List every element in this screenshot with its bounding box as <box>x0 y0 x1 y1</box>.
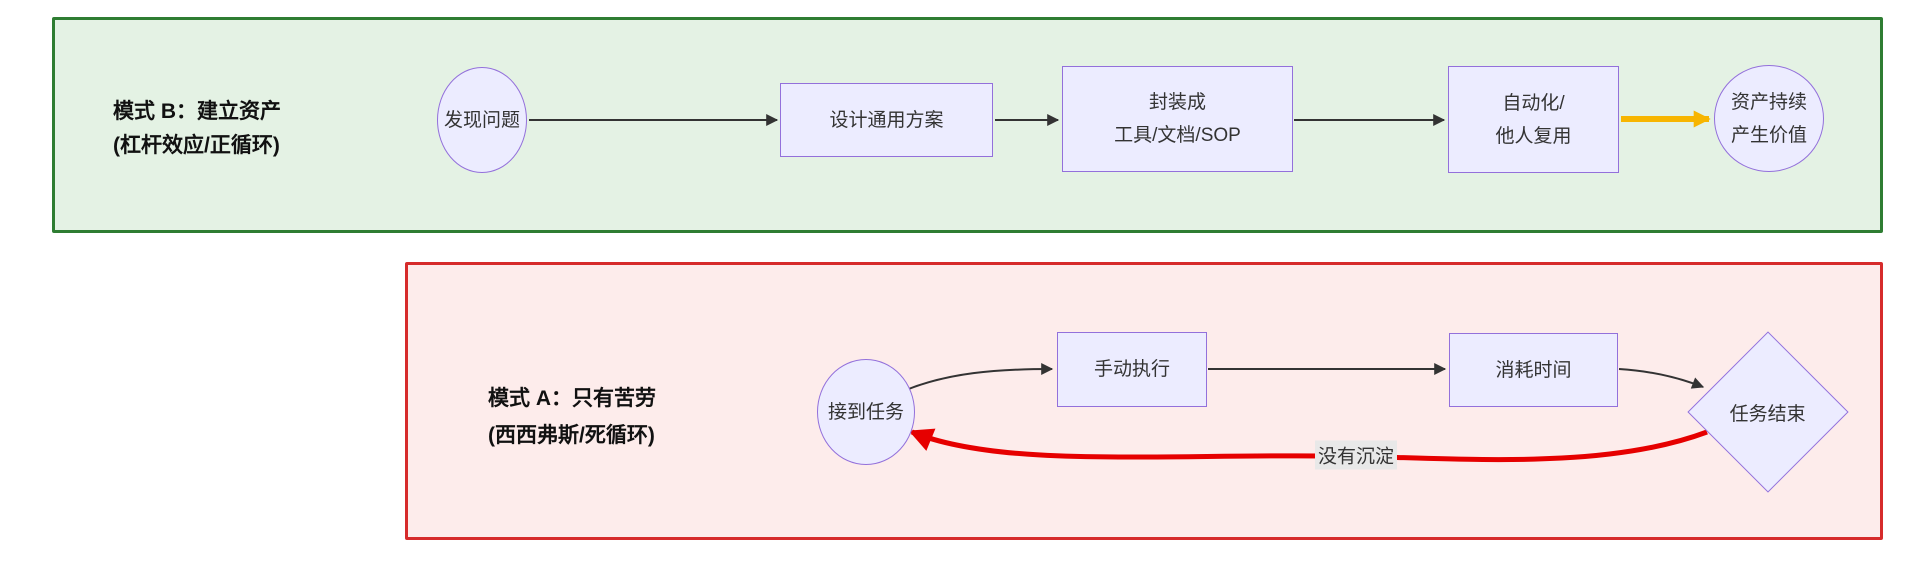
pattern-b-title: 模式 B：建立资产 (杠杆效应/正循环) <box>113 95 281 163</box>
node-manual-execution: 手动执行 <box>1057 332 1207 407</box>
node-automate-reuse: 自动化/ 他人复用 <box>1448 66 1619 173</box>
node-manual-execution-label: 手动执行 <box>1093 359 1170 380</box>
node-automate-line2: 他人复用 <box>1495 125 1572 147</box>
node-package-line2: 工具/文档/SOP <box>1114 125 1241 146</box>
node-consume-time: 消耗时间 <box>1449 333 1618 407</box>
loop-edge-label: 没有沉淀 <box>1314 440 1398 470</box>
pattern-a-title: 模式 A：只有苦劳 (西西弗斯/死循环) <box>488 380 656 454</box>
node-asset-value: 资产持续 产生价值 <box>1714 65 1824 172</box>
pattern-a-title-line2: (西西弗斯/死循环) <box>488 424 655 447</box>
node-automate-line1: 自动化/ <box>1502 92 1565 114</box>
pattern-b-title-line2: (杠杆效应/正循环) <box>113 134 280 157</box>
node-discover-problem-label: 发现问题 <box>443 109 520 131</box>
node-asset-value-line2: 产生价值 <box>1730 124 1807 146</box>
node-receive-task: 接到任务 <box>817 359 915 465</box>
node-design-solution-label: 设计通用方案 <box>829 109 944 131</box>
node-package-line1: 封装成 <box>1148 92 1206 113</box>
pattern-a-title-line1: 模式 A：只有苦劳 <box>488 387 656 410</box>
node-package-into-tools: 封装成 工具/文档/SOP <box>1062 66 1293 172</box>
node-asset-value-line1: 资产持续 <box>1730 91 1807 113</box>
node-discover-problem: 发现问题 <box>437 67 527 173</box>
node-consume-time-label: 消耗时间 <box>1495 359 1572 381</box>
node-task-end-label: 任务结束 <box>1729 403 1807 425</box>
node-design-solution: 设计通用方案 <box>780 83 993 157</box>
pattern-b-title-line1: 模式 B：建立资产 <box>113 100 281 123</box>
node-receive-task-label: 接到任务 <box>827 401 904 423</box>
